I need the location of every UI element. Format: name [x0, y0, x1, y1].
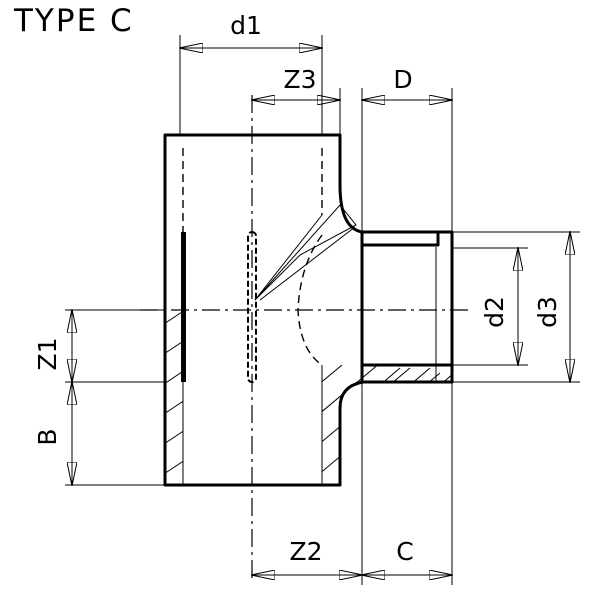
hatch-left-wall: [165, 310, 183, 474]
hatch-bottom-wall: [322, 365, 452, 485]
label-d2: d2: [480, 296, 509, 328]
label-d3: d3: [533, 296, 562, 328]
label-d: D: [393, 65, 412, 94]
label-b: B: [33, 428, 62, 445]
label-d1: d1: [230, 11, 262, 40]
socket-stop-left: [181, 232, 186, 382]
branch-socket-inner: [360, 230, 440, 384]
extension-lines: [65, 35, 580, 585]
cutaway-cone: [254, 204, 357, 301]
label-z2: Z2: [289, 537, 322, 566]
label-z3: Z3: [283, 65, 316, 94]
drawing-title: TYPE C: [14, 3, 134, 39]
label-c: C: [396, 537, 413, 566]
label-z1: Z1: [33, 337, 62, 370]
